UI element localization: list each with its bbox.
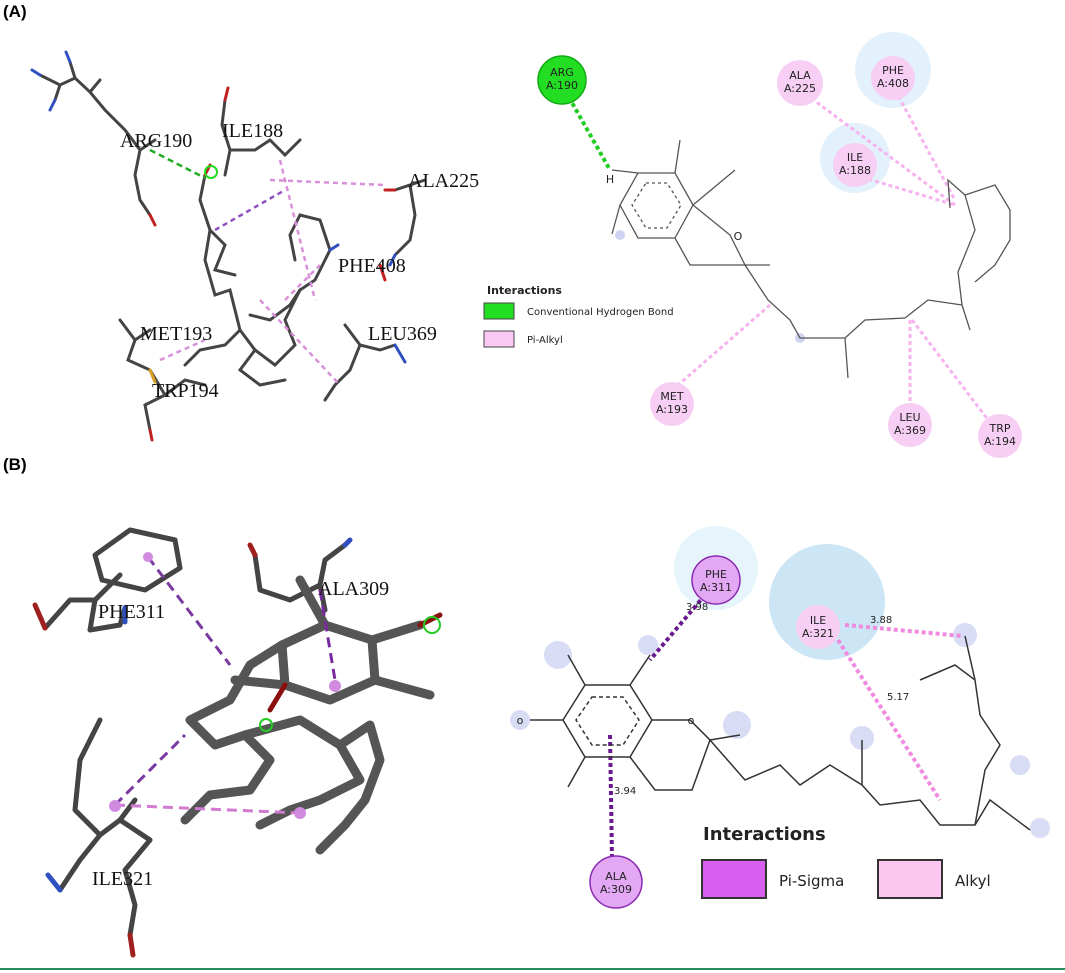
legend-a: Interactions Conventional Hydrogen Bond … [483, 284, 674, 348]
res3d-b-0: PHE311 [98, 601, 165, 623]
res3d-a-4: MET193 [140, 323, 212, 345]
atom-o-label: O [734, 230, 743, 243]
legend-b-swatch-alkyl [877, 859, 943, 899]
svg-text:ILE: ILE [810, 614, 826, 627]
ligand-b-3d [180, 575, 435, 855]
dist-0: 3.98 [686, 602, 708, 613]
svg-text:A:369: A:369 [894, 424, 926, 437]
res2d-b-ala309: ALA A:309 [589, 855, 643, 909]
svg-text:A:408: A:408 [877, 77, 909, 90]
svg-text:PHE: PHE [882, 64, 904, 77]
svg-text:ARG: ARG [550, 66, 574, 79]
svg-text:TRP: TRP [989, 422, 1011, 435]
atom-o-b-2: o [688, 714, 695, 727]
legend-b-label-0: Pi-Sigma [779, 872, 844, 890]
legend-a-swatch-pialkyl [483, 330, 515, 348]
res2d-b-ile321: ILE A:321 [796, 605, 840, 649]
panel-b-label: (B) [3, 455, 27, 474]
legend-a-label-0: Conventional Hydrogen Bond [527, 307, 674, 318]
dist-2: 5.17 [887, 692, 909, 703]
panel-b-2d-diagram: o o PHE A:311 ILE A:321 ALA A:309 3.98 3… [510, 526, 1050, 909]
legend-a-swatch-hbond [483, 302, 515, 320]
res2d-a-leu369: LEU A:369 [888, 403, 932, 447]
res2d-a-arg190: ARG A:190 [537, 55, 587, 105]
res3d-a-3: PHE408 [338, 255, 406, 277]
legend-b-swatch-pisigma [701, 859, 767, 899]
dist-1: 3.88 [870, 615, 892, 626]
legend-b-title: Interactions [703, 824, 826, 845]
svg-text:PHE: PHE [705, 568, 727, 581]
res3d-a-6: TRP194 [152, 380, 219, 402]
panel-a-2d-diagram: H O ARG A:190 ALA A:225 PHE A:408 ILE A:… [483, 32, 1022, 458]
res2d-a-trp194: TRP A:194 [978, 414, 1022, 458]
svg-text:A:194: A:194 [984, 435, 1016, 448]
res3d-a-2: ALA225 [408, 170, 479, 192]
svg-text:A:193: A:193 [656, 403, 688, 416]
res2d-b-phe311: PHE A:311 [691, 555, 741, 605]
svg-text:ILE: ILE [847, 151, 863, 164]
res3d-a-1: ILE188 [222, 120, 283, 142]
dist-3: 3.94 [614, 786, 636, 797]
legend-b-label-1: Alkyl [955, 872, 991, 890]
atom-o-b-1: o [517, 714, 524, 727]
res3d-b-1: ALA309 [318, 578, 389, 600]
atom-h-label: H [606, 173, 614, 186]
svg-text:A:321: A:321 [802, 627, 834, 640]
legend-a-title: Interactions [487, 284, 562, 297]
res2d-a-met193: MET A:193 [650, 382, 694, 426]
legend-b: Interactions Pi-Sigma Alkyl [701, 824, 991, 899]
res2d-a-ile188: ILE A:188 [833, 143, 877, 187]
svg-text:A:311: A:311 [700, 581, 732, 594]
svg-text:ALA: ALA [789, 69, 811, 82]
res3d-a-0: ARG190 [120, 130, 192, 152]
panel-a-3d-view: ARG190 ILE188 ALA225 PHE408 MET193 LEU36… [30, 50, 479, 442]
panel-b-3d-view: PHE311 ALA309 ILE321 [32, 527, 443, 958]
res3d-a-5: LEU369 [368, 323, 437, 345]
svg-text:A:190: A:190 [546, 79, 578, 92]
res2d-a-ala225: ALA A:225 [777, 60, 823, 106]
res3d-b-2: ILE321 [92, 868, 153, 890]
svg-text:ALA: ALA [605, 870, 627, 883]
res2d-a-phe408: PHE A:408 [871, 56, 915, 100]
svg-text:A:188: A:188 [839, 164, 871, 177]
panel-a-label: (A) [3, 2, 27, 21]
svg-text:LEU: LEU [899, 411, 920, 424]
hbond-atom-marker [204, 165, 218, 179]
svg-text:A:225: A:225 [784, 82, 816, 95]
hbond-line [149, 148, 206, 180]
legend-a-label-1: Pi-Alkyl [527, 335, 563, 346]
svg-text:A:309: A:309 [600, 883, 632, 896]
svg-text:MET: MET [660, 390, 683, 403]
